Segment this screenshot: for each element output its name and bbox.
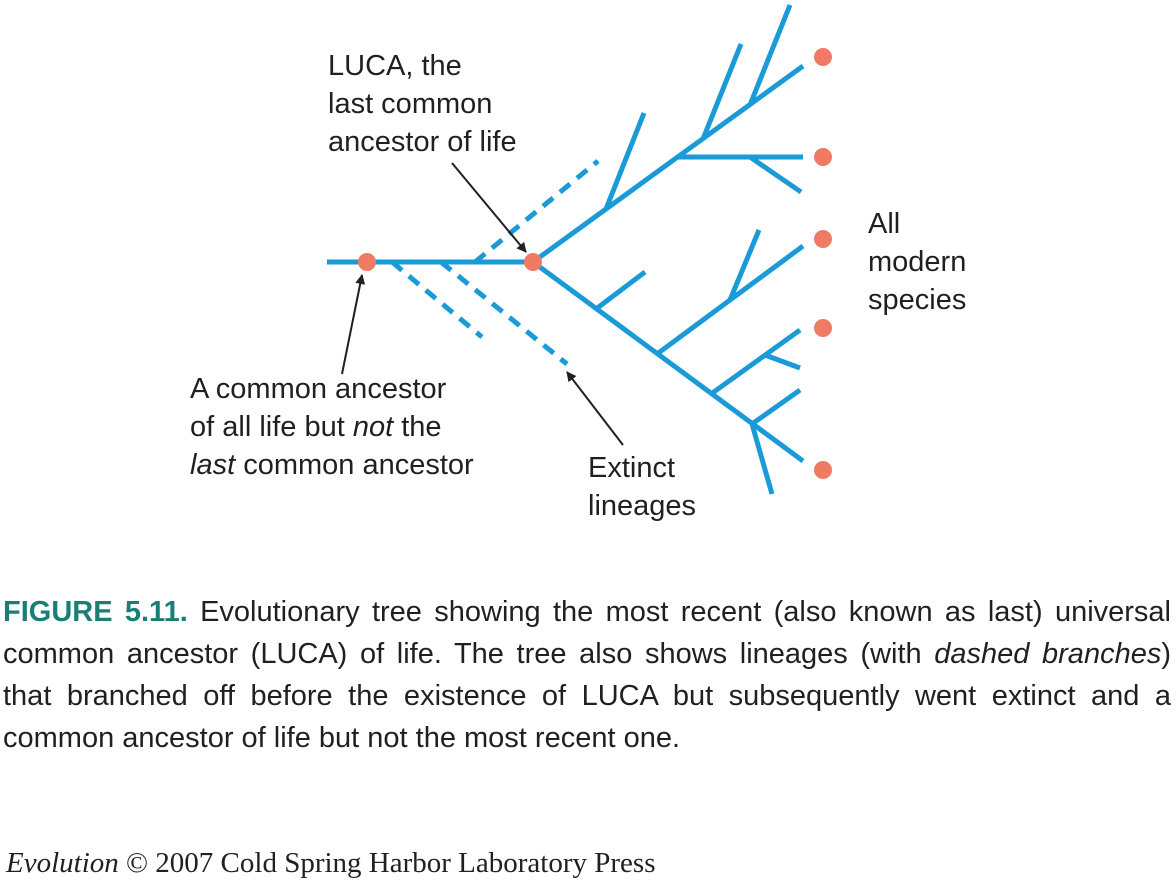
branch — [709, 327, 802, 397]
modern-species-node — [814, 48, 832, 66]
species-label-line: species — [868, 284, 967, 316]
upper-clade-branch — [531, 63, 805, 265]
modern-species-node — [814, 319, 832, 337]
figure-number: FIGURE 5.11. — [3, 596, 188, 628]
caption-emphasis: dashed branches — [934, 638, 1162, 670]
extinct-label-line: lineages — [588, 490, 697, 522]
branch — [750, 387, 802, 427]
luca-node — [524, 253, 542, 271]
tree-nodes — [358, 48, 832, 479]
species-label-line: modern — [868, 246, 967, 278]
modern-species-node — [814, 148, 832, 166]
branch — [603, 112, 647, 210]
book-title: Evolution — [6, 847, 119, 879]
luca-label-line: ancestor of life — [328, 126, 517, 158]
branch — [700, 43, 744, 140]
ancestor-label-line: of all life but not the — [190, 411, 442, 443]
common-ancestor-label: A common ancestor of all life but not th… — [190, 370, 474, 484]
modern-species-label: All modern species — [868, 205, 966, 319]
branch — [764, 352, 801, 371]
extinct-label-line: Extinct — [588, 452, 676, 484]
caption-text: Evolutionary tree showing the most recen… — [3, 596, 1171, 670]
branch — [594, 270, 647, 311]
extinct-lineages — [390, 159, 600, 366]
credit-text: © 2007 Cold Spring Harbor Laboratory Pre… — [118, 847, 656, 879]
ancestor-label-line: A common ancestor — [190, 373, 447, 405]
luca-label-line: LUCA, the — [328, 50, 462, 82]
luca-label: LUCA, the last common ancestor of life — [328, 47, 517, 161]
branch — [727, 229, 762, 301]
common-ancestor-node — [358, 253, 376, 271]
modern-species-node — [814, 461, 832, 479]
modern-species-node — [814, 230, 832, 248]
species-label-line: All — [868, 208, 901, 240]
luca-label-line: last common — [328, 88, 493, 120]
extinct-lineages-label: Extinct lineages — [588, 449, 696, 525]
copyright-credit: Evolution © 2007 Cold Spring Harbor Labo… — [6, 844, 655, 882]
extinct-lineage-lower-b — [439, 260, 569, 366]
branch — [748, 154, 803, 195]
branch — [749, 423, 775, 495]
extinct-lineage-lower-a — [390, 260, 484, 339]
branch — [747, 4, 793, 106]
evolutionary-tree-diagram — [327, 4, 832, 495]
luca-arrow — [451, 162, 527, 253]
figure-caption: FIGURE 5.11. Evolutionary tree showing t… — [3, 591, 1171, 759]
caption-text: ) that branched off before the existence… — [3, 638, 1171, 754]
annotation-arrows — [341, 162, 624, 446]
extinct-arrow — [566, 371, 624, 446]
tree-branches — [327, 4, 805, 495]
ancestor-arrow — [341, 274, 366, 375]
ancestor-label-line: last common ancestor — [190, 449, 474, 481]
extinct-lineage-upper — [473, 159, 600, 264]
lower-clade-branch — [531, 259, 805, 464]
